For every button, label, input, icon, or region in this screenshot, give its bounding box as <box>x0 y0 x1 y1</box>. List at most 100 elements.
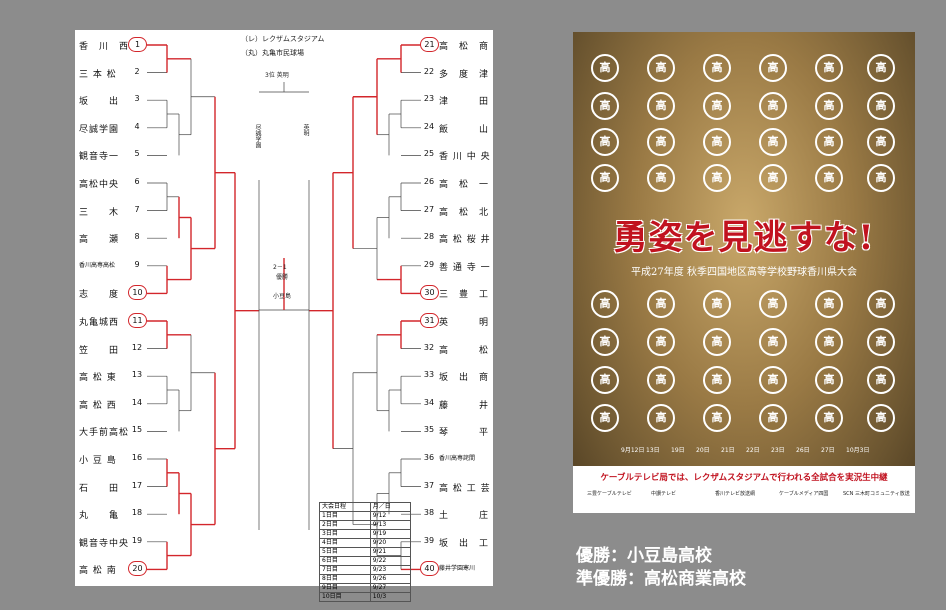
school-emblem-icon: 高 <box>867 404 895 432</box>
school-emblem-icon: 高 <box>867 128 895 156</box>
school-emblem-icon: 高 <box>815 54 843 82</box>
team-name: 高 松 <box>439 345 490 356</box>
team-number: 18 <box>131 508 143 518</box>
team-name: 三 本 松 <box>79 69 117 80</box>
poster-date: 27日 <box>821 447 835 454</box>
team-number: 17 <box>131 480 143 490</box>
team-number: 10 <box>128 285 147 301</box>
schedule-cell: 2日目 <box>319 520 371 530</box>
team-number: 37 <box>423 480 435 490</box>
schedule-cell: 9/20 <box>369 538 412 548</box>
school-emblem-icon: 高 <box>591 92 619 120</box>
team-name: 高 瀬 <box>79 235 120 246</box>
school-emblem-icon: 高 <box>591 128 619 156</box>
poster-subtitle: 平成27年度 秋季四国地区高等学校野球香川県大会 <box>631 267 857 278</box>
team-name: 尽誠学園 <box>79 124 120 135</box>
school-emblem-icon: 高 <box>591 328 619 356</box>
school-emblem-icon: 高 <box>815 290 843 318</box>
poster-date: 21日 <box>721 447 735 454</box>
team-number: 2 <box>134 66 140 76</box>
schedule-cell: 10日目 <box>319 592 371 602</box>
schedule-cell: 8日目 <box>319 574 371 584</box>
team-name: 三 豊 工 <box>439 290 490 301</box>
broadcast-band: ケーブルテレビ局では、レクザムスタジアムで行われる全試合を実況生中継 三豊ケーブ… <box>573 466 915 513</box>
final-score: 2－1 <box>273 264 287 271</box>
team-number: 9 <box>134 259 140 269</box>
school-emblem-icon: 高 <box>759 54 787 82</box>
school-emblem-icon: 高 <box>703 54 731 82</box>
school-emblem-icon: 高 <box>703 92 731 120</box>
schedule-cell: 9/12 <box>369 511 412 521</box>
team-name: 香 川 中 央 <box>439 152 491 163</box>
school-emblem-icon: 高 <box>815 128 843 156</box>
team-number: 39 <box>423 535 435 545</box>
poster-date: 26日 <box>796 447 810 454</box>
team-number: 34 <box>423 397 435 407</box>
sponsor-logo: ケーブルメディア四国 <box>779 491 829 497</box>
team-name: 多 度 津 <box>439 69 490 80</box>
team-name: 丸 亀 <box>79 511 120 522</box>
poster-date: 23日 <box>771 447 785 454</box>
team-number: 8 <box>134 232 140 242</box>
schedule-cell: 1日目 <box>319 511 371 521</box>
school-emblem-icon: 高 <box>759 290 787 318</box>
team-name: 香川高専高松 <box>79 261 116 269</box>
team-number: 31 <box>420 313 439 328</box>
schedule-cell: 7日目 <box>319 565 371 575</box>
school-emblem-icon: 高 <box>867 290 895 318</box>
schedule-cell: 5日目 <box>319 547 371 557</box>
school-emblem-icon: 高 <box>815 92 843 120</box>
team-name: 三 木 <box>79 207 120 218</box>
school-emblem-icon: 高 <box>759 328 787 356</box>
school-emblem-icon: 高 <box>703 128 731 156</box>
team-number: 25 <box>423 149 435 159</box>
school-emblem-icon: 高 <box>647 128 675 156</box>
third-place-label: 3位 英明 <box>265 72 289 79</box>
schedule-cell: 9/22 <box>369 556 412 566</box>
team-name: 高 松 一 <box>439 180 490 190</box>
team-number: 23 <box>423 94 435 104</box>
schedule-cell: 6日目 <box>319 556 371 566</box>
team-number: 6 <box>134 177 140 186</box>
schedule-cell: 9日目 <box>319 583 371 593</box>
champion-result: 優勝：小豆島高校 <box>576 546 712 566</box>
school-emblem-icon: 高 <box>867 92 895 120</box>
school-emblem-icon: 高 <box>759 128 787 156</box>
team-name: 善 通 寺 一 <box>439 262 491 273</box>
schedule-cell: 9/26 <box>369 574 412 584</box>
schedule-cell: 9/23 <box>369 565 412 575</box>
team-name: 琴 平 <box>439 428 490 439</box>
schedule-header: 月／日 <box>369 502 412 512</box>
team-number: 3 <box>134 94 140 104</box>
team-name: 坂 出 <box>79 97 120 108</box>
team-number: 24 <box>423 121 435 131</box>
team-number: 28 <box>423 232 435 242</box>
team-name: 笠 田 <box>79 345 120 356</box>
bracket-lines <box>147 44 421 571</box>
third-place-left: 尽誠学園 <box>254 124 261 148</box>
sponsor-logo: 中讃テレビ <box>651 491 677 497</box>
team-number: 21 <box>420 37 439 52</box>
school-emblem-icon: 高 <box>647 164 675 192</box>
poster-date: 20日 <box>696 447 710 454</box>
broadcast-text: ケーブルテレビ局では、レクザムスタジアムで行われる全試合を実況生中継 <box>600 473 888 483</box>
school-emblem-icon: 高 <box>647 366 675 394</box>
team-name: 大手前高松 <box>79 428 130 439</box>
team-number: 13 <box>131 370 143 380</box>
school-emblem-icon: 高 <box>759 92 787 120</box>
team-name: 石 田 <box>79 483 120 494</box>
stadium-label-2: （丸）丸亀市民球場 <box>241 49 304 57</box>
team-name: 高 松 商 <box>439 42 490 52</box>
team-number: 35 <box>423 425 435 435</box>
schedule-cell: 9/21 <box>369 547 412 557</box>
team-number: 7 <box>134 204 140 214</box>
schedule-cell: 9/13 <box>369 520 412 530</box>
runner-up-result: 準優勝：高松商業高校 <box>576 569 746 589</box>
